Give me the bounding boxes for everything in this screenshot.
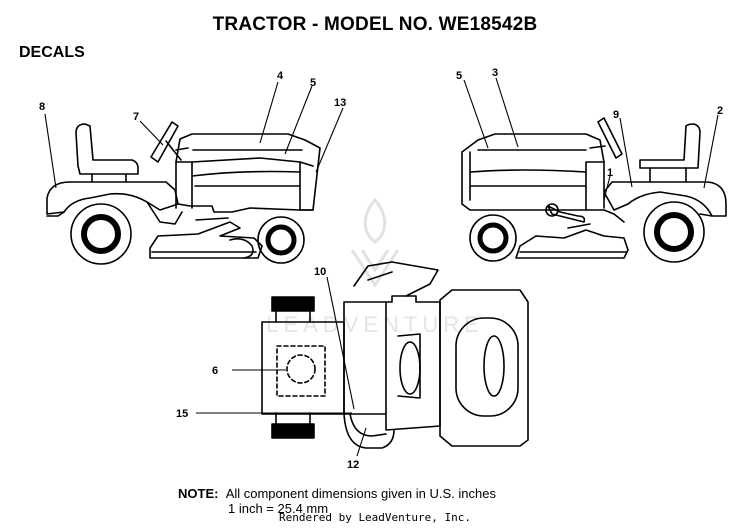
rear-wheel-right bbox=[643, 201, 705, 263]
rear-fender-right bbox=[603, 181, 727, 217]
callout-4: 4 bbox=[277, 70, 284, 82]
section-heading: DECALS bbox=[19, 44, 85, 61]
hood-top bbox=[439, 289, 529, 447]
tractor-top-view bbox=[261, 261, 529, 449]
rear-wheel-left bbox=[70, 203, 132, 265]
mower-deck-right bbox=[515, 229, 629, 259]
callout-3: 3 bbox=[492, 67, 498, 79]
callout-7: 7 bbox=[133, 111, 139, 123]
rear-tire-top bbox=[271, 296, 315, 312]
tractor-left-view bbox=[46, 121, 321, 265]
callout-1: 1 bbox=[607, 167, 613, 179]
callout-12: 12 bbox=[347, 459, 359, 471]
callout-10: 10 bbox=[314, 266, 326, 278]
callout-2: 2 bbox=[717, 105, 723, 117]
front-wheel-left bbox=[257, 216, 305, 264]
callout-9: 9 bbox=[613, 109, 619, 121]
seat-right bbox=[639, 123, 701, 169]
dimension-note: NOTE: All component dimensions given in … bbox=[178, 486, 496, 516]
callout-5-right: 5 bbox=[456, 70, 462, 82]
tractor-right-view bbox=[461, 117, 727, 263]
steering-wheel-left bbox=[150, 121, 179, 163]
front-tire-top bbox=[271, 423, 315, 439]
watermark-text: LEADVENTURE bbox=[266, 312, 484, 337]
footer-credit: Rendered by LeadVenture, Inc. bbox=[278, 511, 472, 524]
callout-15: 15 bbox=[176, 408, 188, 420]
decal-area-6 bbox=[276, 345, 326, 397]
callout-8: 8 bbox=[39, 101, 45, 113]
note-label: NOTE: bbox=[178, 486, 219, 501]
note-line-1: All component dimensions given in U.S. i… bbox=[225, 486, 496, 501]
note-line-2: 1 inch = 25.4 mm bbox=[228, 501, 329, 516]
callout-13: 13 bbox=[334, 97, 346, 109]
callout-5-left: 5 bbox=[310, 77, 316, 89]
diagram-title: TRACTOR - MODEL NO. WE18542B bbox=[212, 14, 538, 35]
steering-wheel-right bbox=[597, 117, 623, 159]
hood-left bbox=[175, 133, 321, 211]
seat-left bbox=[75, 123, 139, 175]
callout-6: 6 bbox=[212, 365, 218, 377]
rear-fender-left bbox=[46, 181, 179, 215]
front-wheel-right bbox=[469, 214, 517, 262]
mower-deck-left bbox=[149, 221, 263, 259]
